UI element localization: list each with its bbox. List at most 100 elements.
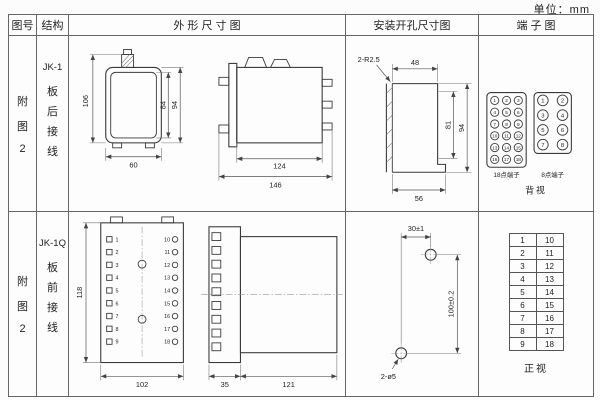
figure-number: 附 图 2: [17, 273, 28, 335]
terminal-number: 7: [493, 121, 496, 126]
terminal-cell: 17: [535, 324, 564, 338]
terminal-number: 4: [115, 276, 118, 282]
mounting-drawing-jk1: 2-R2.5 48 81 94 56: [357, 54, 471, 202]
row1-mounting-cell: 2-R2.5 48 81 94 56: [346, 36, 479, 212]
dim-30: 30±1: [407, 224, 423, 233]
structure-char: 线: [47, 322, 58, 334]
view-label-rear: 背视: [525, 184, 547, 195]
front-view-dimensions: 106 84 94 60: [80, 53, 183, 169]
terminal-number: 3: [541, 113, 545, 119]
dim-106: 106: [80, 94, 89, 106]
drawing-table: 图号 结构 外 形 尺 寸 图 安装开孔尺寸图 端 子 图 附 图 2 JK-1…: [8, 14, 594, 397]
structure-label: JK-1 板 后 接 线: [43, 36, 63, 159]
terminal-number: 15: [164, 301, 170, 307]
figure-char: 图: [17, 120, 28, 133]
terminal-cell: 7: [508, 311, 537, 325]
terminal-number: 12: [516, 133, 522, 138]
terminal-number: 11: [504, 133, 509, 138]
terminal-number: 13: [492, 145, 498, 150]
terminal-cell: 14: [535, 285, 564, 299]
terminal-number: 2: [505, 98, 508, 103]
row2-outline-cell: 1 2 3 4 5 6 7 8 9 10 11 12: [69, 212, 346, 396]
terminal-number: 14: [504, 145, 510, 150]
terminal-number: 5: [505, 109, 508, 114]
terminal-number: 11: [164, 250, 170, 256]
structure-char: 后: [46, 106, 58, 118]
dim-94: 94: [457, 123, 466, 131]
dim-35: 35: [220, 380, 228, 389]
terminal-number: 10: [492, 133, 498, 138]
terminal-number: 4: [493, 109, 496, 114]
dim-94: 94: [170, 100, 179, 108]
outline-drawing-jk1q: 1 2 3 4 5 6 7 8 9 10 11 12: [75, 216, 343, 389]
model-name: JK-1: [42, 62, 63, 73]
header-outline-dims: 外 形 尺 寸 图: [69, 15, 346, 36]
mounting-holes: [390, 244, 441, 364]
terminal-number: 1: [493, 98, 496, 103]
header-terminal-diagram: 端 子 图: [479, 15, 593, 36]
structure-char: 线: [46, 146, 58, 158]
terminal-cell: 1: [508, 233, 537, 247]
dim-81: 81: [443, 120, 452, 128]
side-view-dimensions: 35 121: [208, 354, 337, 389]
mounting-dimensions: 30±1 100±0.2 2-ø5: [380, 224, 461, 381]
dim-121: 121: [282, 380, 294, 389]
terminal-number: 3: [517, 98, 520, 103]
outline-drawing-jk1: 106 84 94 60: [80, 48, 333, 189]
terminal-number: 15: [516, 145, 522, 150]
terminal-number: 7: [115, 314, 118, 320]
terminal-number: 4: [561, 113, 565, 119]
label-18-point: 18点端子: [493, 170, 520, 179]
terminal-cell: 9: [508, 337, 537, 351]
hole-callout: 2-ø5: [380, 372, 395, 381]
view-label-front: 正视: [524, 364, 548, 375]
dim-102: 102: [135, 380, 147, 389]
dim-84: 84: [158, 100, 167, 108]
terminal-cell: 18: [535, 337, 564, 351]
terminal-number: 16: [164, 314, 170, 320]
figure-char: 图: [17, 301, 28, 313]
terminal-number: 6: [561, 128, 565, 134]
terminal-number: 5: [115, 288, 118, 294]
terminal-cell: 13: [535, 272, 564, 286]
terminal-number: 3: [115, 263, 118, 269]
terminal-number: 9: [517, 121, 520, 126]
terminal-cell: 2: [508, 246, 537, 260]
structure-char: 接: [46, 126, 58, 138]
side-view-dimensions: 124 146: [218, 129, 332, 189]
terminal-cell: 8: [508, 324, 537, 338]
figure-char: 附: [17, 276, 28, 288]
terminal-number: 1: [541, 98, 544, 104]
terminal-cell: 15: [535, 298, 564, 312]
terminal-number: 9: [115, 340, 118, 346]
structure-char: 板: [47, 262, 58, 274]
dim-60: 60: [129, 160, 137, 169]
front-view-dimensions: 1 18 102: [75, 222, 184, 389]
terminal-diagram-rear: 1 2 3 4 5 6 7 8 9 10 11 12 13 14 15 16 1…: [486, 91, 572, 195]
row1-terminal-cell: 1 2 3 4 5 6 7 8 9 10 11 12 13 14 15 16 1…: [479, 36, 593, 212]
side-view: [200, 226, 343, 364]
figure-number: 附 图 2: [17, 93, 28, 155]
terminal-number: 17: [504, 157, 510, 162]
terminal-number: 7: [541, 142, 544, 148]
mounting-drawing-jk1q: 30±1 100±0.2 2-ø5: [380, 224, 461, 381]
terminal-number: 1: [115, 237, 118, 243]
terminal-number: 18: [164, 340, 170, 346]
model-name: JK-1Q: [39, 238, 66, 249]
terminal-block-18: 1 2 3 4 5 6 7 8 9 10 11 12 13 14 15 16 1…: [486, 91, 527, 168]
row2-mounting-cell: 30±1 100±0.2 2-ø5: [346, 212, 479, 396]
terminal-number: 6: [115, 301, 118, 307]
terminal-number: 8: [505, 121, 508, 126]
terminal-number: 5: [541, 128, 545, 134]
dim-124: 124: [273, 161, 285, 170]
terminal-number: 14: [164, 288, 170, 294]
terminal-cell: 10: [535, 233, 564, 247]
terminal-cell: 12: [535, 259, 564, 273]
front-view: 1 2 3 4 5 6 7 8 9 10 11 12: [99, 216, 184, 364]
row1-structure-cell: JK-1 板 后 接 线: [37, 36, 69, 212]
figure-char: 2: [19, 142, 26, 155]
radius-callout: 2-R2.5: [357, 54, 379, 63]
structure-char: 接: [47, 302, 58, 314]
